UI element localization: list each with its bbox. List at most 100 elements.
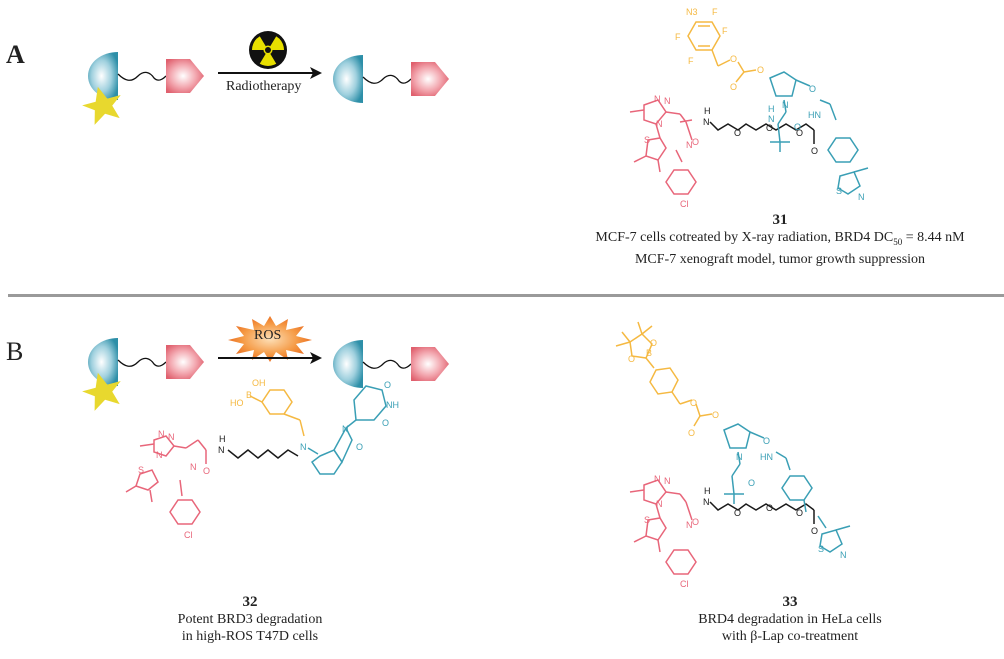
svg-text:N: N [703, 497, 710, 507]
svg-text:O: O [628, 354, 635, 364]
svg-text:OH: OH [252, 378, 266, 388]
svg-text:O: O [763, 436, 770, 446]
svg-text:H: H [768, 104, 775, 114]
svg-text:S: S [818, 544, 824, 554]
svg-text:N: N [782, 100, 789, 110]
trigger-moiety-31 [687, 21, 757, 83]
svg-text:O: O [734, 128, 741, 138]
structure-32: N N N N S O Cl N H B OH HO N N O O NH O [125, 378, 399, 540]
caption-line-2: with β-Lap co-treatment [721, 629, 859, 644]
svg-text:F: F [675, 32, 681, 42]
svg-text:HN: HN [760, 452, 773, 462]
svg-text:Cl: Cl [680, 199, 689, 209]
panel-label-b: B [6, 337, 24, 366]
svg-text:O: O [690, 398, 697, 408]
svg-text:H: H [219, 434, 226, 444]
reaction-arrow-a [218, 67, 322, 79]
svg-text:N: N [654, 474, 661, 484]
compound-number: 31 [772, 212, 788, 228]
svg-text:N: N [300, 442, 307, 452]
svg-text:N: N [656, 499, 663, 509]
svg-text:O: O [757, 65, 764, 75]
svg-text:O: O [811, 146, 818, 156]
reaction-arrow-b [218, 352, 322, 364]
svg-text:N: N [664, 476, 671, 486]
svg-text:N: N [686, 140, 693, 150]
svg-text:N: N [736, 452, 743, 462]
linker-peg-31 [709, 121, 815, 144]
compound-number: 32 [242, 594, 258, 610]
compound-number: 33 [782, 594, 798, 610]
svg-text:N: N [840, 550, 847, 560]
svg-text:S: S [836, 186, 842, 196]
svg-text:N: N [858, 192, 865, 202]
svg-text:F: F [688, 56, 694, 66]
svg-text:O: O [811, 526, 818, 536]
radiation-icon [249, 31, 287, 69]
svg-text:O: O [766, 123, 773, 133]
caption-line-1: BRD4 degradation in HeLa cells [698, 612, 882, 627]
svg-text:O: O [794, 122, 801, 132]
svg-text:F: F [712, 7, 718, 17]
svg-text:O: O [766, 503, 773, 513]
svg-text:NH: NH [386, 400, 399, 410]
e3-ligand-vhl-31 [769, 71, 869, 195]
svg-text:N: N [768, 114, 775, 124]
svg-text:N: N [342, 424, 349, 434]
svg-text:O: O [796, 128, 803, 138]
svg-text:O: O [382, 418, 389, 428]
atom-label: N3 [686, 7, 698, 17]
star-caging-group-icon [82, 372, 121, 411]
arrow-label-radiotherapy: Radiotherapy [226, 79, 302, 94]
protac-prodrug-b [82, 337, 205, 411]
panel-label-a: A [6, 40, 25, 69]
svg-text:O: O [692, 517, 699, 527]
star-caging-group-icon [82, 86, 121, 125]
svg-text:O: O [650, 338, 657, 348]
caption-line-2: in high-ROS T47D cells [181, 629, 319, 644]
caption-compound-32: 32 Potent BRD3 degradation in high-ROS T… [140, 594, 360, 645]
svg-text:H: H [704, 486, 711, 496]
svg-text:O: O [730, 82, 737, 92]
svg-text:Cl: Cl [184, 530, 193, 540]
svg-text:N: N [703, 117, 710, 127]
svg-text:Cl: Cl [680, 579, 689, 589]
structure-31: N3 F F F F O O O N N N N S O Cl N H O O [629, 7, 869, 209]
svg-text:N: N [156, 450, 163, 460]
caption-compound-33: 33 BRD4 degradation in HeLa cells with β… [660, 594, 920, 645]
ros-burst-icon [228, 316, 312, 362]
protac-prodrug-a [82, 51, 205, 125]
svg-text:HO: HO [230, 398, 244, 408]
svg-text:N: N [190, 462, 197, 472]
svg-text:S: S [138, 465, 144, 475]
caption-line-1: MCF-7 cells cotreated by X-ray radiation… [595, 230, 965, 247]
caption-compound-31: 31 MCF-7 cells cotreated by X-ray radiat… [570, 212, 990, 268]
panel-divider [8, 294, 1004, 297]
svg-text:B: B [246, 390, 252, 400]
svg-text:O: O [203, 466, 210, 476]
svg-text:N: N [168, 432, 175, 442]
svg-text:B: B [646, 348, 652, 358]
caption-line-1: Potent BRD3 degradation [177, 612, 323, 627]
svg-text:O: O [809, 84, 816, 94]
svg-text:O: O [688, 428, 695, 438]
svg-text:S: S [644, 515, 650, 525]
svg-text:O: O [712, 410, 719, 420]
svg-text:O: O [796, 508, 803, 518]
svg-text:O: O [692, 137, 699, 147]
svg-text:O: O [730, 54, 737, 64]
warhead-jq1-31 [629, 99, 697, 195]
svg-text:N: N [654, 94, 661, 104]
caption-line-2: MCF-7 xenograft model, tumor growth supp… [634, 251, 926, 267]
structure-33: B O O O O O N N N N S O Cl N H O O O O [615, 321, 851, 589]
svg-text:N: N [656, 119, 663, 129]
svg-text:O: O [384, 380, 391, 390]
svg-text:O: O [748, 478, 755, 488]
svg-text:N: N [218, 445, 225, 455]
svg-text:N: N [664, 96, 671, 106]
svg-text:N: N [158, 429, 165, 439]
svg-text:N: N [686, 520, 693, 530]
svg-text:O: O [734, 508, 741, 518]
svg-text:H: H [704, 106, 711, 116]
active-protac-b [332, 339, 450, 389]
